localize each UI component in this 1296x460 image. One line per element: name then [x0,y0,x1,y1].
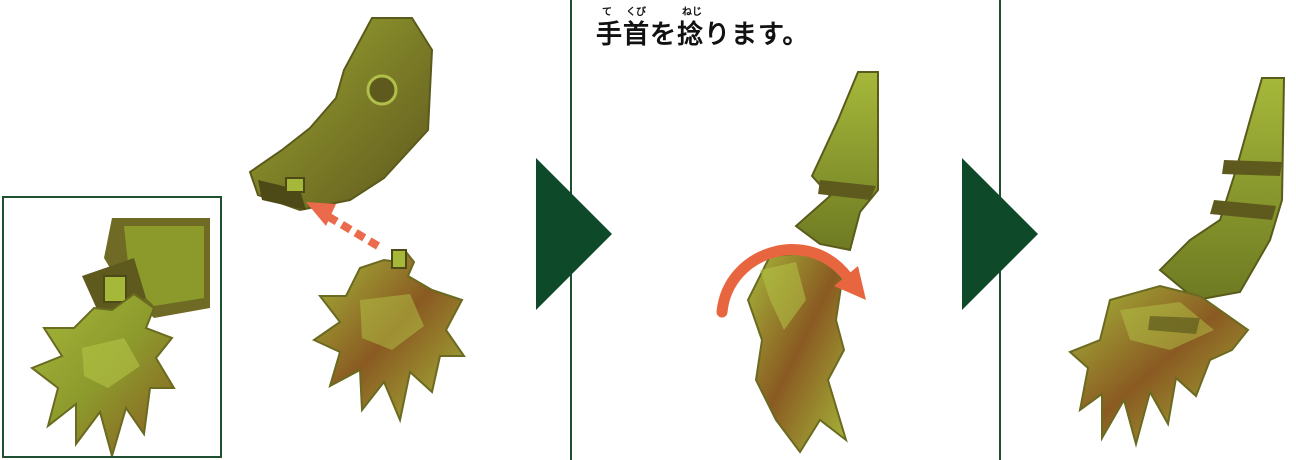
furigana-kubi: くび [626,7,646,18]
instruction-text: 手首を捻ります。 [596,20,810,50]
step-arrow-1 [536,158,612,310]
furigana-row: て くび ねじ [596,8,809,20]
inset-hand-illustration [29,218,210,456]
step-arrow-2 [962,158,1038,310]
insert-arrow [306,202,381,250]
furigana-neji: ねじ [682,7,702,18]
rotate-arrow [716,244,866,318]
twist-arm-part [794,71,879,252]
detail-inset-box [2,196,222,458]
instruction-heading: て くび ねじ 手首を捻ります。 [596,8,810,50]
upper-arm-part [248,17,434,212]
furigana-te: て [602,7,612,18]
final-arm-part [1158,77,1286,302]
